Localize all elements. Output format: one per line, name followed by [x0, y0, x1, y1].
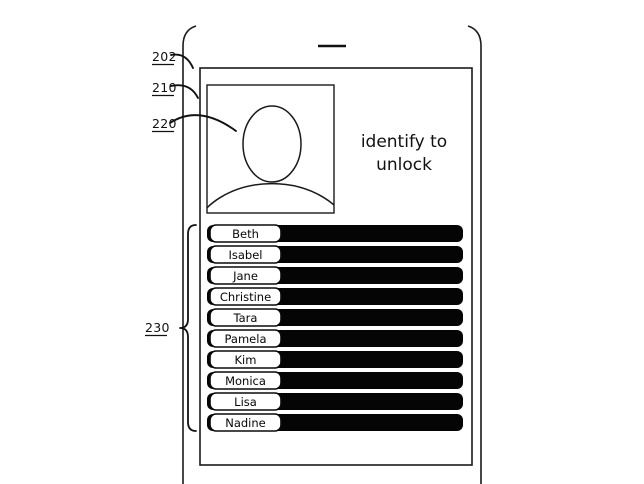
- reference-label-text: 230: [145, 320, 170, 335]
- leader-line-220: [169, 114, 237, 132]
- list-item[interactable]: Tara: [207, 308, 463, 327]
- avatar-preview-box: [206, 84, 335, 214]
- list-item[interactable]: Beth: [207, 224, 463, 243]
- list-item-pill[interactable]: [209, 224, 282, 243]
- list-item-pill[interactable]: [209, 392, 282, 411]
- device-body-outline: [182, 25, 482, 484]
- avatar-figure: [207, 105, 334, 209]
- reference-label-text: 220: [152, 116, 177, 131]
- reference-label-text: 210: [152, 80, 177, 95]
- reference-label-230: 230: [145, 320, 170, 337]
- list-item-label: Monica: [225, 374, 266, 388]
- list-item-label: Tara: [233, 311, 258, 325]
- candidate-name-list: Beth Isabel Jane Christine: [207, 224, 463, 432]
- list-item-label: Nadine: [225, 416, 266, 430]
- leader-line-202: [170, 53, 194, 69]
- avatar-shoulders-icon: [207, 182, 334, 209]
- list-item[interactable]: Jane: [207, 266, 463, 285]
- list-item-label: Lisa: [234, 395, 257, 409]
- list-item-pill[interactable]: [209, 371, 282, 390]
- list-item-pill[interactable]: [209, 329, 282, 348]
- list-item-label: Jane: [232, 269, 258, 283]
- list-item[interactable]: Monica: [207, 371, 463, 390]
- list-item-label: Isabel: [228, 248, 262, 262]
- list-item-pill[interactable]: [209, 245, 282, 264]
- list-item-pill[interactable]: [209, 350, 282, 369]
- list-item[interactable]: Christine: [207, 287, 463, 306]
- list-item[interactable]: Isabel: [207, 245, 463, 264]
- list-item-label: Kim: [235, 353, 257, 367]
- leader-lines: [169, 53, 237, 132]
- unlock-prompt: identify to unlock: [361, 132, 447, 175]
- unlock-prompt-line-1: identify to: [361, 132, 447, 152]
- reference-label-210: 210: [152, 80, 177, 97]
- list-item-pill[interactable]: [209, 413, 282, 432]
- unlock-prompt-line-2: unlock: [376, 155, 432, 175]
- reference-label-text: 202: [152, 49, 177, 64]
- brace-230: [179, 224, 197, 432]
- leader-line-210: [170, 84, 199, 99]
- avatar-head-icon: [242, 105, 302, 183]
- display-screen-border: [199, 67, 473, 466]
- list-item[interactable]: Kim: [207, 350, 463, 369]
- list-item-pill[interactable]: [209, 308, 282, 327]
- list-item[interactable]: Pamela: [207, 329, 463, 348]
- list-item-pill[interactable]: [209, 287, 282, 306]
- list-item-label: Beth: [232, 227, 259, 241]
- list-item[interactable]: Lisa: [207, 392, 463, 411]
- reference-label-202: 202: [152, 49, 177, 66]
- list-item-label: Pamela: [225, 332, 267, 346]
- list-item[interactable]: Nadine: [207, 413, 463, 432]
- reference-label-220: 220: [152, 116, 177, 133]
- list-item-label: Christine: [220, 290, 271, 304]
- list-item-pill[interactable]: [209, 266, 282, 285]
